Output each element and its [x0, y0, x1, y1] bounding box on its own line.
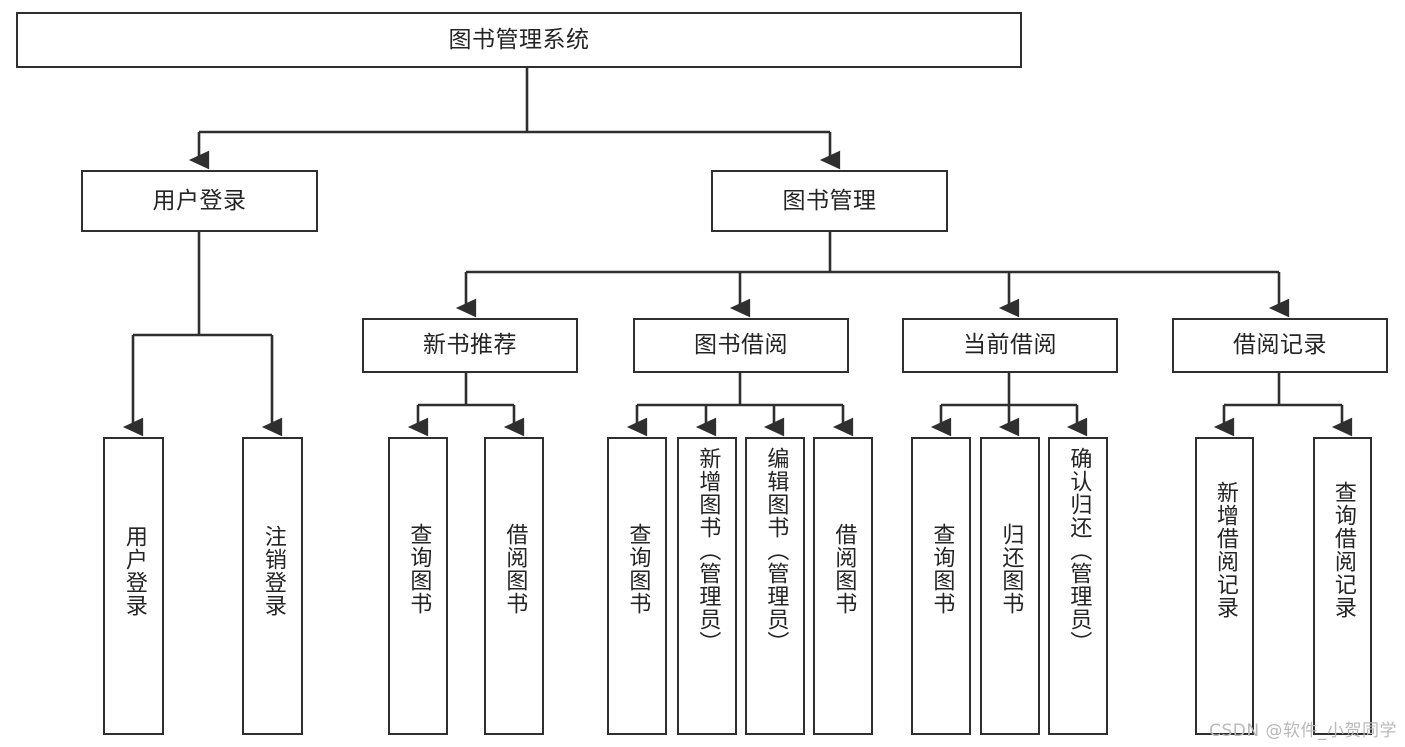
node-new-book-recommend[interactable]: 新书推荐 — [362, 318, 578, 373]
leaf-current-borrow-query-label: 查询图书 — [929, 523, 955, 615]
leaf-new-book-query-label: 查询图书 — [406, 523, 432, 615]
leaf-current-borrow-return[interactable]: 归还图书 — [980, 437, 1040, 735]
leaf-borrow-record-add-label: 新增借阅记录 — [1212, 481, 1238, 619]
leaf-borrow-record-query-label: 查询借阅记录 — [1330, 481, 1356, 619]
node-root-system-label: 图书管理系统 — [448, 26, 590, 53]
connector-group-current-borrow — [930, 373, 1088, 437]
connector-group-user-login — [122, 232, 283, 437]
leaf-book-borrow-edit-label: 编辑图书（管理员） — [763, 447, 789, 654]
node-book-borrow-label: 图书借阅 — [694, 332, 788, 359]
leaf-book-borrow-query[interactable]: 查询图书 — [607, 437, 667, 735]
connector-group-borrow-records — [1213, 373, 1353, 437]
node-current-borrow-label: 当前借阅 — [963, 332, 1057, 359]
leaf-user-login-login-label: 用户登录 — [121, 525, 147, 617]
node-borrow-records-label: 借阅记录 — [1233, 332, 1327, 359]
connector-group-root — [188, 68, 841, 170]
leaf-current-borrow-query[interactable]: 查询图书 — [911, 437, 971, 735]
leaf-current-borrow-confirm[interactable]: 确认归还（管理员） — [1048, 437, 1108, 735]
node-current-borrow[interactable]: 当前借阅 — [902, 318, 1118, 373]
connector-group-book-borrow — [626, 373, 854, 437]
connector-group-new-book — [407, 373, 525, 437]
leaf-book-borrow-add-label: 新增图书（管理员） — [695, 447, 721, 654]
leaf-user-login-login[interactable]: 用户登录 — [103, 437, 164, 735]
leaf-user-login-logout-label: 注销登录 — [260, 525, 286, 617]
leaf-current-borrow-return-label: 归还图书 — [998, 523, 1024, 615]
node-new-book-recommend-label: 新书推荐 — [423, 332, 517, 359]
leaf-new-book-borrow[interactable]: 借阅图书 — [484, 437, 544, 735]
node-book-borrow[interactable]: 图书借阅 — [633, 318, 849, 373]
leaf-book-borrow-borrow[interactable]: 借阅图书 — [813, 437, 873, 735]
node-user-login[interactable]: 用户登录 — [81, 170, 318, 232]
node-borrow-records[interactable]: 借阅记录 — [1172, 318, 1388, 373]
leaf-user-login-logout[interactable]: 注销登录 — [242, 437, 303, 735]
leaf-book-borrow-add[interactable]: 新增图书（管理员） — [677, 437, 737, 735]
leaf-current-borrow-confirm-label: 确认归还（管理员） — [1066, 447, 1092, 654]
leaf-borrow-record-add[interactable]: 新增借阅记录 — [1195, 437, 1254, 735]
node-user-login-label: 用户登录 — [152, 187, 247, 214]
leaf-book-borrow-borrow-label: 借阅图书 — [831, 523, 857, 615]
node-book-management[interactable]: 图书管理 — [711, 170, 948, 232]
node-book-management-label: 图书管理 — [782, 187, 877, 214]
leaf-borrow-record-query[interactable]: 查询借阅记录 — [1313, 437, 1372, 735]
leaf-new-book-borrow-label: 借阅图书 — [502, 523, 528, 615]
leaf-book-borrow-edit[interactable]: 编辑图书（管理员） — [745, 437, 805, 735]
node-root-system[interactable]: 图书管理系统 — [16, 12, 1022, 68]
connector-group-book-manage — [455, 232, 1290, 318]
leaf-new-book-query[interactable]: 查询图书 — [388, 437, 448, 735]
leaf-book-borrow-query-label: 查询图书 — [625, 523, 651, 615]
